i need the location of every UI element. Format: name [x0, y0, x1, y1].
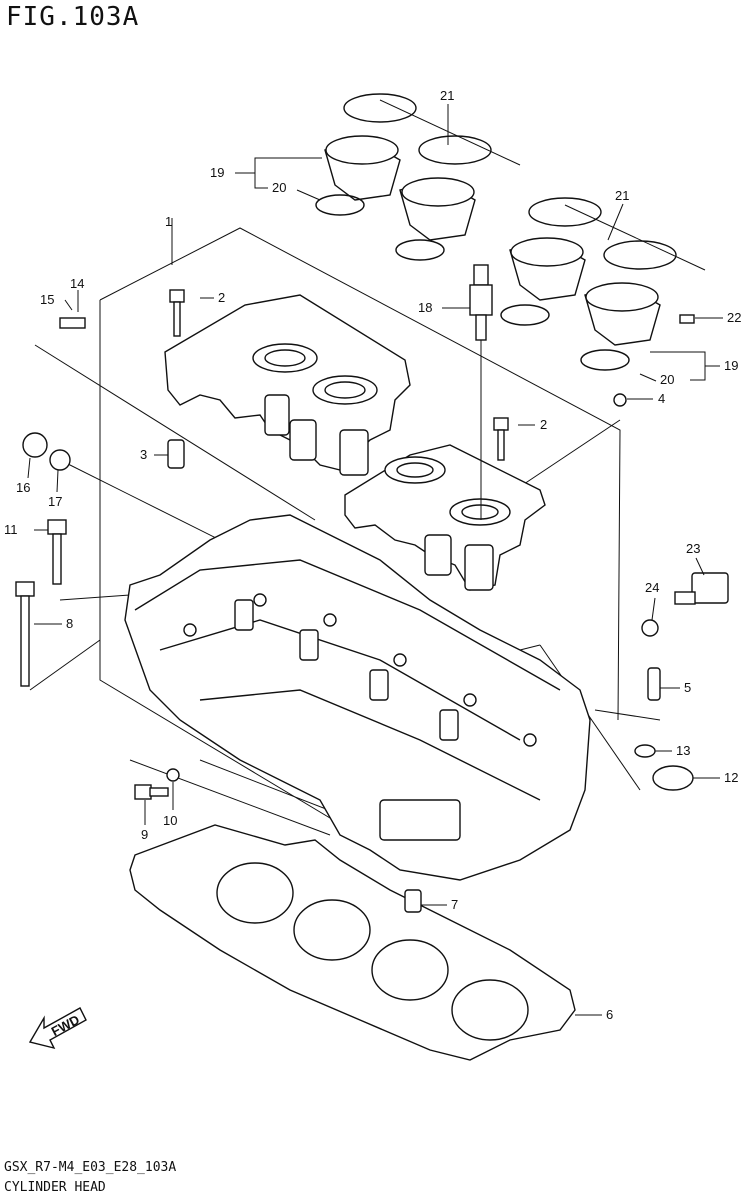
callout-3: 3	[140, 447, 147, 462]
callout-21b: 21	[615, 188, 629, 203]
callout-6: 6	[606, 1007, 613, 1022]
callout-17: 17	[48, 494, 62, 509]
callout-5: 5	[684, 680, 691, 695]
callout-24: 24	[645, 580, 659, 595]
callout-10: 10	[163, 813, 177, 828]
callout-19a: 19	[210, 165, 224, 180]
callout-20b: 20	[660, 372, 674, 387]
callout-21a: 21	[440, 88, 454, 103]
callout-8: 8	[66, 616, 73, 631]
callout-4: 4	[658, 391, 665, 406]
assembly-frame	[29, 218, 661, 836]
spark-plug	[469, 264, 493, 520]
callout-13: 13	[676, 743, 690, 758]
callout-14: 14	[70, 276, 84, 291]
diagram-name: CYLINDER HEAD	[4, 1180, 106, 1195]
insulators-left	[315, 93, 521, 261]
callout-7: 7	[451, 897, 458, 912]
dowel-pins	[167, 439, 661, 913]
callout-labels: 1 2 2 3 4 5 6 7 8 9 10 11 12 13 14 15 16…	[4, 88, 741, 1022]
callout-22: 22	[727, 310, 741, 325]
leader-lines	[27, 104, 723, 1016]
callout-19b: 19	[724, 358, 738, 373]
bolts	[15, 289, 509, 800]
temperature-sensor	[674, 572, 729, 605]
callout-2a: 2	[218, 290, 225, 305]
callout-23: 23	[686, 541, 700, 556]
intake-plate-left	[164, 294, 411, 476]
fwd-arrow: FWD	[28, 1007, 87, 1050]
head-gasket	[129, 824, 576, 1061]
callout-15: 15	[40, 292, 54, 307]
callout-16: 16	[16, 480, 30, 495]
callout-20a: 20	[272, 180, 286, 195]
callout-12: 12	[724, 770, 738, 785]
callout-18: 18	[418, 300, 432, 315]
callout-11: 11	[4, 522, 18, 537]
callout-2b: 2	[540, 417, 547, 432]
cylinder-head-body	[124, 514, 591, 881]
small-seals	[22, 314, 695, 791]
callout-9: 9	[141, 827, 148, 842]
diagram-code: GSX_R7-M4_E03_E28_103A	[4, 1160, 177, 1175]
fwd-label: FWD	[49, 1012, 82, 1039]
figure-title: FIG.103A	[6, 2, 140, 32]
insulators-right	[500, 197, 706, 371]
callout-1: 1	[165, 214, 172, 229]
intake-plate-right	[344, 444, 546, 591]
